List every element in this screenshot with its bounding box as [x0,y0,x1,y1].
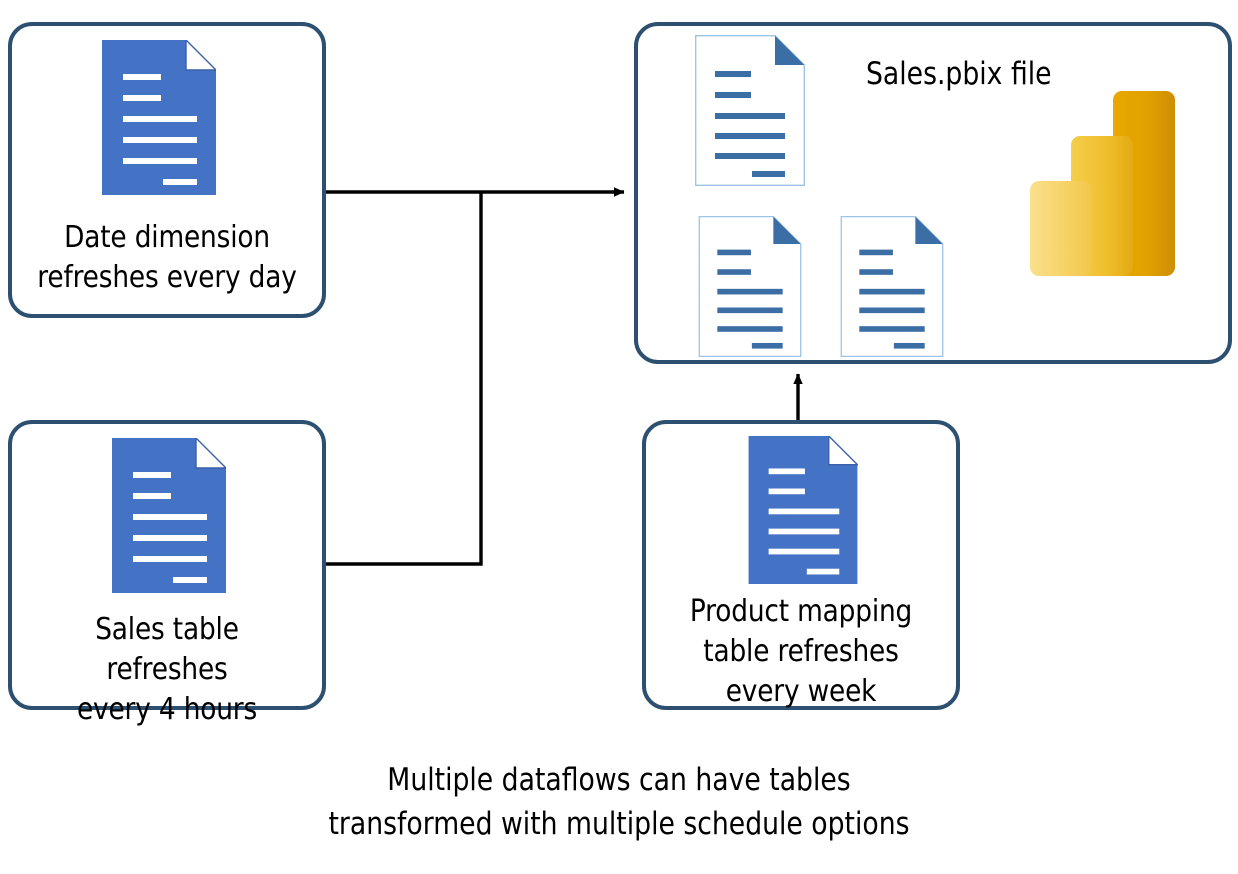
document-icon-blue [102,40,216,195]
node-sales-table[interactable]: Sales table refreshes every 4 hours [8,420,326,727]
node-product-mapping[interactable]: Product mapping table refreshes every we… [642,420,960,710]
node-date-dimension[interactable]: Date dimension refreshes every day [8,22,326,318]
document-icon-white-2 [695,216,805,357]
node-sales-pbix[interactable]: Sales.pbix file [634,22,1232,364]
node-label-sales-table: Sales table refreshes every 4 hours [76,612,258,727]
node-label-product-mapping: Product mapping table refreshes every we… [689,594,913,709]
power-bi-logo-icon [1030,91,1175,276]
document-icon-blue [112,438,226,593]
node-label-date-dimension: Date dimension refreshes every day [37,220,297,295]
document-icon-blue [748,436,858,584]
document-icon-white-3 [837,216,947,357]
pbix-file-title: Sales.pbix file [866,56,1052,92]
connector-sales-table-to-pbix [322,192,483,566]
document-icon-white-1 [695,35,805,186]
diagram-caption: Multiple dataflows can have tables trans… [328,762,910,843]
